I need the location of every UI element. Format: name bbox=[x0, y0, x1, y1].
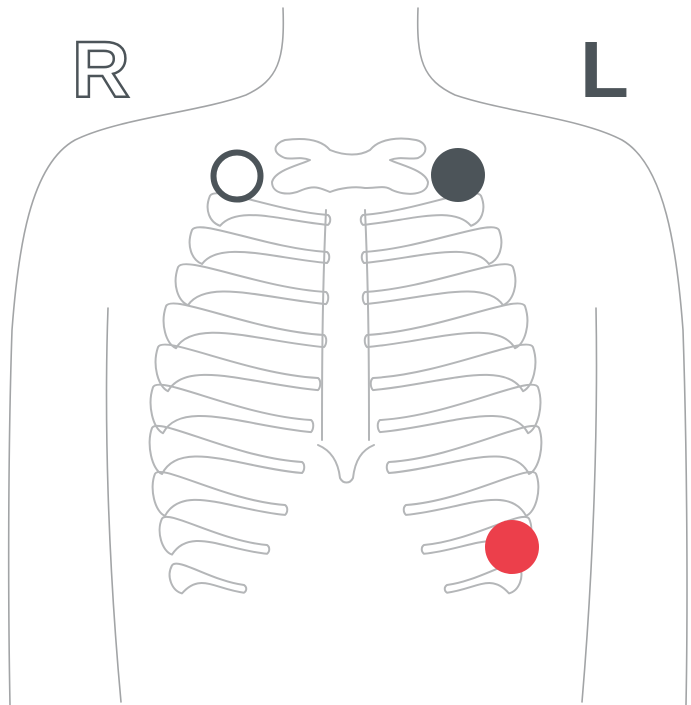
right-rib-9 bbox=[160, 517, 270, 555]
sternum bbox=[318, 445, 374, 483]
right-rib-8 bbox=[153, 472, 288, 516]
sternum-edge bbox=[322, 210, 326, 440]
left-rib-2 bbox=[362, 227, 502, 264]
left-rib-3 bbox=[363, 264, 516, 305]
right-rib-7 bbox=[150, 426, 305, 474]
right-rib-5 bbox=[156, 345, 321, 392]
left-rib-4 bbox=[365, 303, 528, 348]
left-upper-electrode bbox=[431, 148, 485, 202]
left-rib-5 bbox=[371, 345, 536, 392]
left-lower-electrode bbox=[485, 520, 539, 574]
right-side-label: R bbox=[72, 25, 130, 114]
left-rib-8 bbox=[404, 472, 539, 516]
right-rib-3 bbox=[176, 264, 329, 305]
clavicles bbox=[272, 139, 428, 194]
right-upper-electrode bbox=[214, 153, 261, 200]
right-rib-4 bbox=[164, 303, 327, 348]
left-side-label: L bbox=[580, 25, 629, 114]
right-rib-6 bbox=[151, 385, 314, 434]
right-rib-10 bbox=[170, 564, 247, 594]
sternum-edge bbox=[365, 210, 369, 440]
left-rib-6 bbox=[378, 385, 541, 434]
right-rib-2 bbox=[190, 227, 330, 264]
rib-cage bbox=[150, 193, 542, 593]
left-rib-7 bbox=[387, 426, 542, 474]
